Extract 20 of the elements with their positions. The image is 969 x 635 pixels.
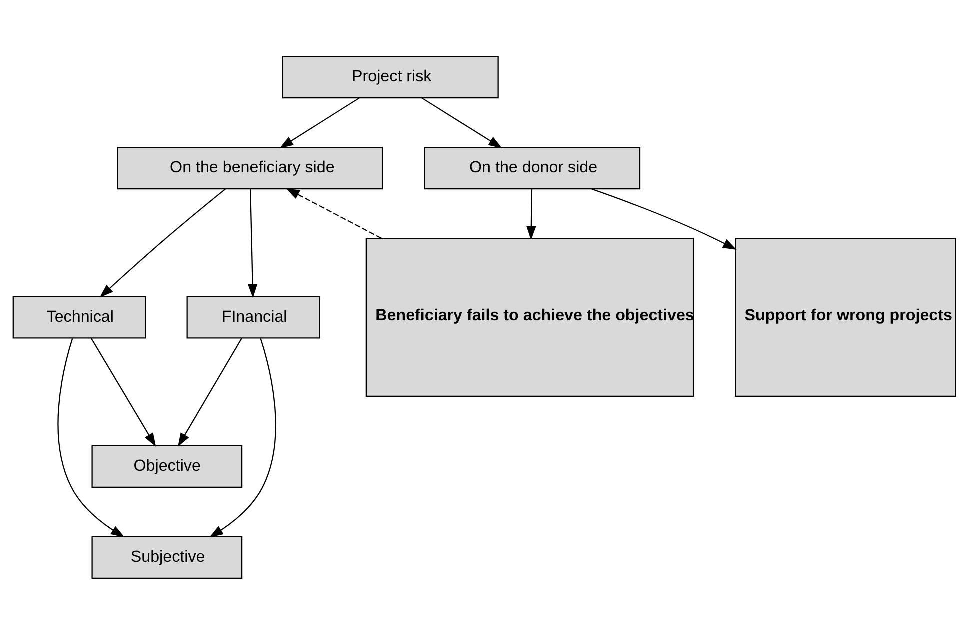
arrow (591, 188, 737, 250)
arrow (90, 338, 156, 448)
arrow (100, 188, 226, 298)
arrow (280, 98, 360, 148)
node-box: Support for wrong projects (735, 238, 956, 397)
node-box: Objective (92, 445, 243, 488)
arrow (286, 188, 382, 240)
arrow (58, 338, 125, 538)
node-box: Technical (12, 296, 146, 339)
node-box: Subjective (92, 536, 243, 579)
node-box: Beneficiary fails to achieve the objectives (366, 238, 694, 397)
node-box: On the beneficiary side (117, 147, 384, 190)
arrow (209, 338, 276, 538)
node-box: Project risk (282, 56, 499, 99)
arrow (248, 189, 258, 298)
node-box: On the donor side (424, 147, 641, 190)
arrow (526, 189, 536, 240)
node-box: FInancial (186, 296, 320, 339)
arrow (422, 98, 502, 148)
arrow (178, 338, 242, 448)
